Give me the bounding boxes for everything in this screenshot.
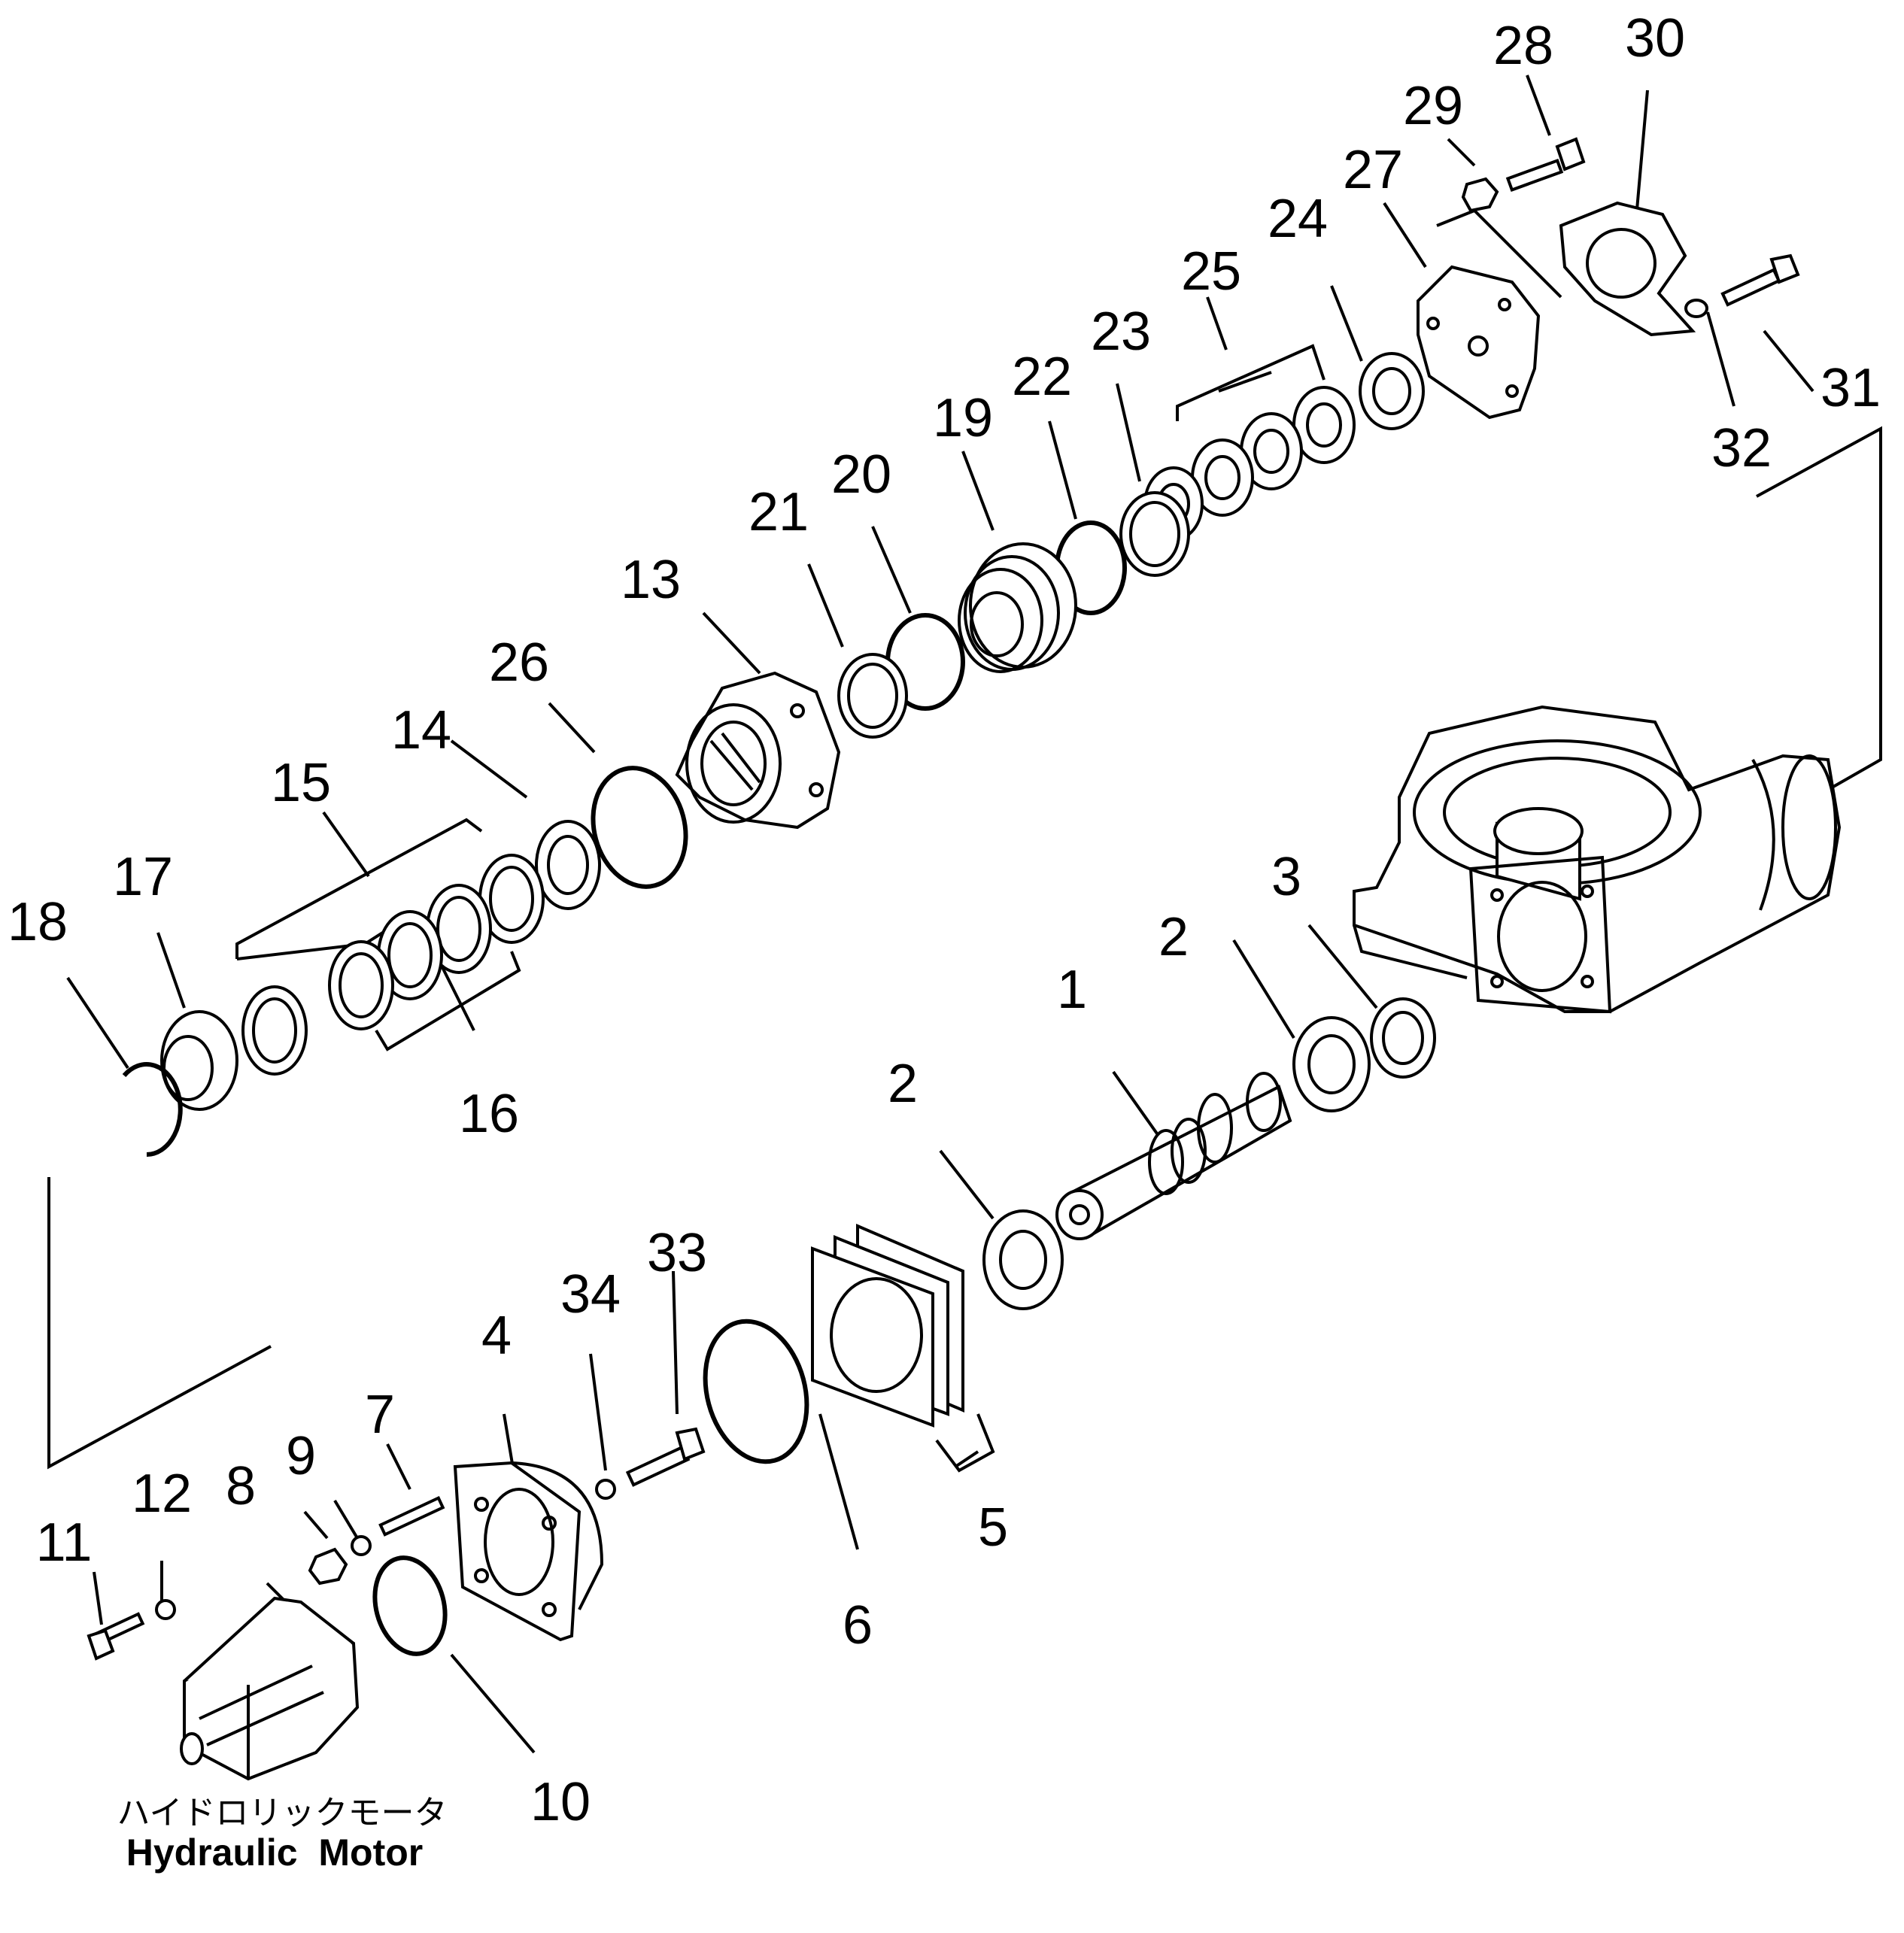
label-part-17: 17	[113, 847, 173, 907]
part-2-bearing-left	[982, 1209, 1064, 1310]
label-part-2: 2	[888, 1054, 918, 1114]
part-9-washer	[351, 1535, 372, 1556]
part-34-washer	[595, 1479, 616, 1500]
label-part-7: 7	[365, 1385, 395, 1445]
part-19-bearing	[958, 542, 1077, 673]
part-29-nut	[1461, 177, 1499, 213]
part-12-washer	[155, 1599, 176, 1620]
part-21-ring	[837, 653, 908, 739]
label-part-5: 5	[978, 1498, 1008, 1558]
label-part-12: 12	[132, 1464, 192, 1524]
part-6-o-ring	[703, 1319, 809, 1464]
gear-housing	[1353, 705, 1842, 1014]
label-part-27: 27	[1343, 140, 1403, 200]
label-part-22: 22	[1012, 347, 1072, 407]
part-32-washer	[1684, 299, 1708, 318]
part-15-16-plates	[241, 854, 545, 1076]
part-labels: 1 2 2 3 4 5 6 7 8 9 10 11 12 13 14 15 16…	[8, 8, 1881, 1832]
label-part-20: 20	[831, 445, 891, 505]
part-2-bearing-right	[1292, 1016, 1371, 1112]
label-part-31: 31	[1820, 358, 1881, 418]
label-part-26: 26	[489, 633, 549, 693]
label-part-2: 2	[1158, 907, 1189, 967]
label-part-10: 10	[530, 1772, 591, 1832]
part-17-bearing	[160, 1010, 238, 1111]
label-part-4: 4	[481, 1306, 512, 1366]
label-part-18: 18	[8, 892, 68, 952]
part-8-nut	[308, 1547, 348, 1586]
part-11-bolt	[87, 1612, 145, 1661]
part-33-bolt	[625, 1427, 706, 1487]
label-part-30: 30	[1625, 8, 1685, 68]
hydraulic-motor	[180, 1596, 360, 1781]
part-13-case	[675, 671, 841, 830]
label-part-28: 28	[1493, 16, 1553, 76]
label-part-11: 11	[36, 1513, 93, 1573]
label-part-24: 24	[1268, 189, 1328, 249]
part-18-snap-ring	[122, 1062, 183, 1157]
label-part-23: 23	[1091, 302, 1151, 362]
part-24-seal	[1359, 352, 1425, 430]
label-part-13: 13	[621, 550, 681, 610]
label-part-21: 21	[749, 482, 809, 542]
part-14-seal	[535, 820, 601, 910]
part-30-cover	[1559, 201, 1696, 337]
label-part-33: 33	[647, 1223, 707, 1283]
part-26-o-ring	[591, 766, 688, 889]
part-28-bolt	[1505, 137, 1586, 193]
label-part-19: 19	[933, 388, 993, 448]
caption-english: Hydraulic Motor	[126, 1831, 423, 1874]
hydraulic-motor-caption: ハイドロリックモータ Hydraulic Motor	[117, 1794, 447, 1874]
part-5-gaskets	[811, 1223, 964, 1428]
label-part-34: 34	[560, 1264, 621, 1325]
label-part-25: 25	[1181, 241, 1241, 302]
part-1-shaft	[1055, 1072, 1292, 1240]
label-part-8: 8	[226, 1456, 256, 1516]
part-3-bearing	[1370, 997, 1436, 1079]
leader-lines	[47, 74, 1882, 1754]
caption-japanese: ハイドロリックモータ	[117, 1794, 447, 1832]
label-part-9: 9	[286, 1426, 316, 1486]
part-4-flange	[453, 1461, 604, 1642]
label-part-6: 6	[843, 1595, 873, 1655]
label-part-1: 1	[1057, 960, 1087, 1020]
part-31-bolt	[1720, 253, 1800, 307]
part-10-o-ring	[372, 1555, 448, 1656]
label-part-16: 16	[459, 1084, 519, 1144]
label-part-14: 14	[391, 700, 451, 760]
label-part-32: 32	[1711, 418, 1772, 478]
part-27-plate	[1417, 265, 1541, 420]
label-part-3: 3	[1271, 847, 1301, 907]
label-part-29: 29	[1403, 76, 1463, 136]
part-7-stud	[378, 1495, 445, 1537]
part-23-ring	[1119, 491, 1190, 577]
label-part-15: 15	[271, 753, 331, 813]
